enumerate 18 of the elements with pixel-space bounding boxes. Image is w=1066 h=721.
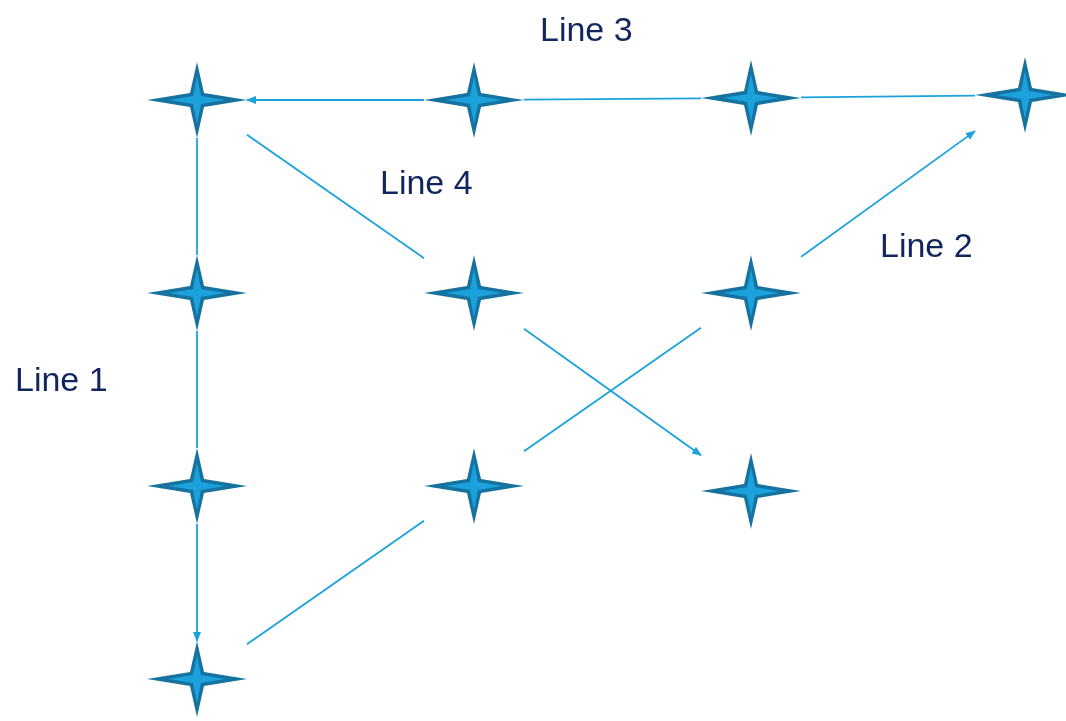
line-label: Line 4 [380,165,473,199]
arrow [193,523,201,642]
line-label: Line 1 [15,362,108,396]
line-label: Line 3 [540,12,633,46]
star-shape [147,641,247,717]
star-shape [424,448,524,524]
star-shape [147,62,247,138]
arrow [246,96,425,104]
star-shape [147,448,247,524]
star-shape [147,255,247,331]
star-shape [701,255,801,331]
star-shape [701,453,801,529]
star-shape [424,255,524,331]
arrow [800,130,976,258]
star-shape [701,60,801,136]
star-shape [424,62,524,138]
line-label: Line 2 [880,228,973,262]
star-shape [975,57,1066,133]
